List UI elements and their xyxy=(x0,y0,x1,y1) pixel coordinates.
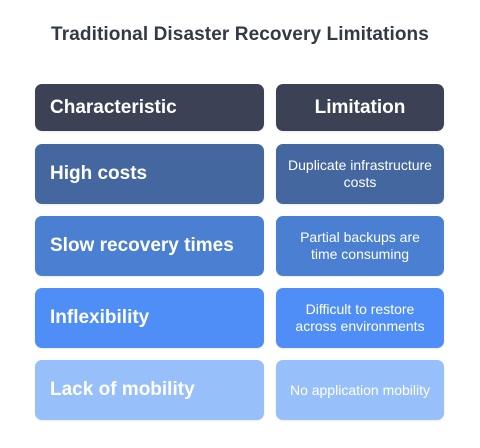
row-2-limitation: Partial backups are time consuming xyxy=(276,216,444,276)
row-3-limitation: Difficult to restore across environments xyxy=(276,288,444,348)
row-1-limitation: Duplicate infrastructure costs xyxy=(276,144,444,204)
row-2-characteristic: Slow recovery times xyxy=(35,216,264,276)
row-3-characteristic: Inflexibility xyxy=(35,288,264,348)
row-4-characteristic: Lack of mobility xyxy=(35,360,264,420)
diagram-title: Traditional Disaster Recovery Limitation… xyxy=(51,24,429,45)
row-1-characteristic: High costs xyxy=(35,144,264,204)
header-limitation: Limitation xyxy=(276,84,444,131)
header-characteristic: Characteristic xyxy=(35,84,264,131)
row-4-limitation: No application mobility xyxy=(276,360,444,420)
